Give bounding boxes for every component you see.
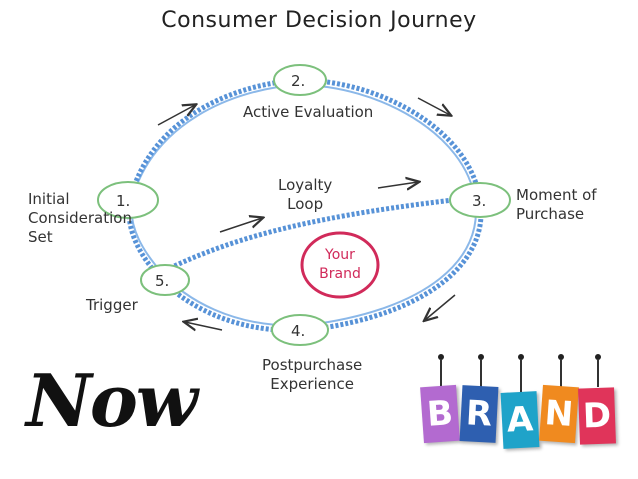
node-number-2: 2.	[291, 72, 305, 90]
node-number-1: 1.	[116, 192, 130, 210]
arrow-2-3	[417, 97, 450, 115]
node-2	[273, 64, 327, 96]
arrow-1-2	[157, 105, 195, 126]
label-loyalty-loop: Loyalty Loop	[278, 176, 333, 213]
node-number-3: 3.	[472, 192, 486, 210]
label-trigger: Trigger	[86, 296, 138, 314]
label-initial-consideration: Initial Consideration Set	[28, 190, 132, 246]
arrow-loyalty-2	[377, 182, 418, 188]
label-moment-of-purchase: Moment of Purchase	[516, 186, 597, 223]
node-4	[271, 314, 329, 346]
label-your-brand: Your Brand	[319, 247, 361, 282]
brand-tags: B R A N D	[420, 350, 620, 470]
node-number-4: 4.	[291, 322, 305, 340]
arrow-loyalty-1	[219, 218, 262, 233]
brand-tag-b: B	[420, 384, 460, 444]
node-number-5: 5.	[155, 272, 169, 290]
arrow-4-5	[185, 322, 223, 330]
now-text: Now	[26, 358, 198, 443]
label-postpurchase: Postpurchase Experience	[262, 356, 363, 393]
node-1	[97, 181, 159, 219]
brand-tag-d: D	[578, 387, 616, 445]
node-5	[140, 264, 190, 296]
your-brand-circle	[300, 231, 380, 299]
node-3	[449, 182, 511, 218]
page-title: Consumer Decision Journey	[161, 8, 477, 33]
loyalty-loop-line	[168, 195, 471, 271]
brand-tag-r: R	[459, 385, 499, 443]
arrow-3-4	[425, 294, 456, 320]
label-active-evaluation: Active Evaluation	[243, 103, 374, 121]
brand-tag-a: A	[500, 391, 540, 449]
brand-tag-n: N	[539, 384, 579, 444]
